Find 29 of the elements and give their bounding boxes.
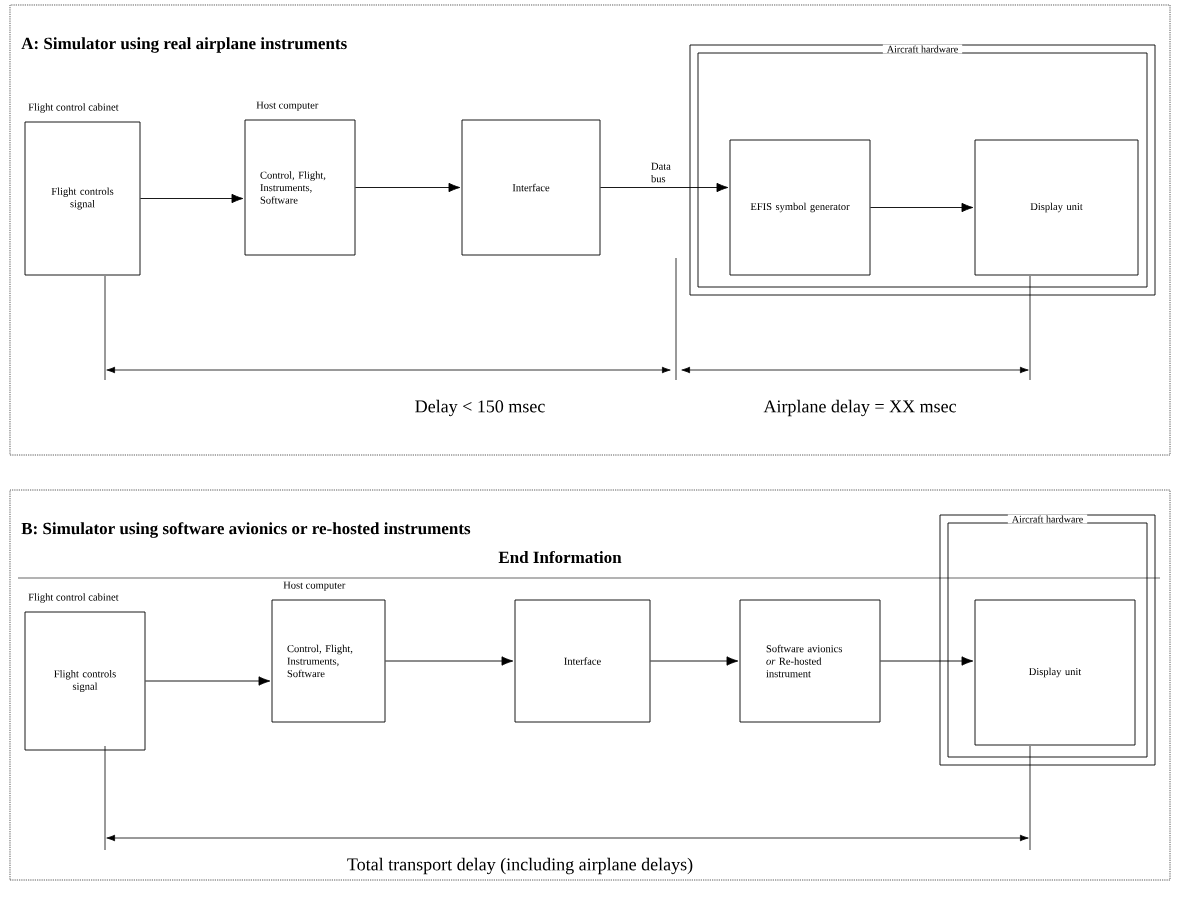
arrow [650, 656, 739, 666]
process-box: Control, Flight, Instruments, Software [244, 119, 356, 256]
process-box: EFIS symbol generator [729, 139, 871, 276]
dimension-label: Delay < 150 msec [415, 399, 545, 417]
process-box: Display unit [974, 599, 1136, 746]
edge-label: Data bus [651, 162, 671, 183]
arrow [870, 202, 974, 213]
arrow [355, 182, 461, 193]
process-box: Interface [514, 599, 651, 723]
arrow [145, 676, 271, 686]
arrow [140, 193, 244, 204]
process-box: Interface [461, 119, 601, 256]
arrow [880, 656, 974, 666]
arrow [600, 182, 729, 193]
dimension-label: Total transport delay (including airplane delays) [347, 857, 693, 875]
box-heading: Flight control cabinet [28, 103, 119, 113]
process-box: Display unit [974, 139, 1139, 276]
process-box: Software avionics or Re-hosted instrument [739, 599, 881, 723]
panel-title: B: Simulator using software avionics or re-hosted instruments [21, 522, 471, 538]
process-box: Control, Flight, Instruments, Software [271, 599, 386, 723]
box-heading: Host computer [256, 101, 319, 111]
box-heading: Flight control cabinet [28, 593, 119, 603]
dimension-label: Airplane delay = XX msec [763, 399, 956, 417]
process-box: Flight controls signal [24, 121, 141, 276]
panel-title: A: Simulator using real airplane instruments [21, 37, 347, 53]
box-heading: Host computer [283, 581, 346, 591]
subheading: End Information [498, 550, 622, 564]
process-box: Flight controls signal [24, 611, 146, 751]
arrow [385, 656, 514, 666]
